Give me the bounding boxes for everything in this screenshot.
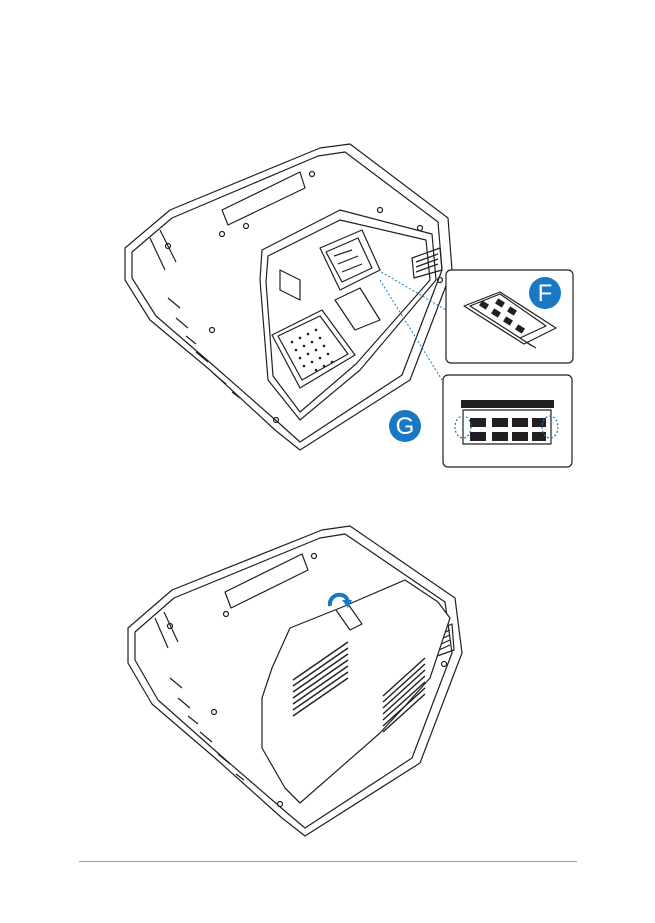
inset-panel-g [442,374,573,468]
laptop-base-icon [124,143,453,451]
svg-text:G: G [396,413,415,440]
memory-module-angled-insert-icon [463,291,557,349]
footer-rule [79,861,577,862]
memory-install-illustration: F G [0,130,655,475]
callout-g: G [389,410,421,442]
cover-replacement-illustration [0,518,655,848]
bottom-cover-panel [261,579,451,804]
rotate-arrow-icon [327,592,352,608]
memory-module-locked-icon [454,400,559,445]
callout-f: F [529,277,561,309]
svg-text:F: F [538,280,553,307]
